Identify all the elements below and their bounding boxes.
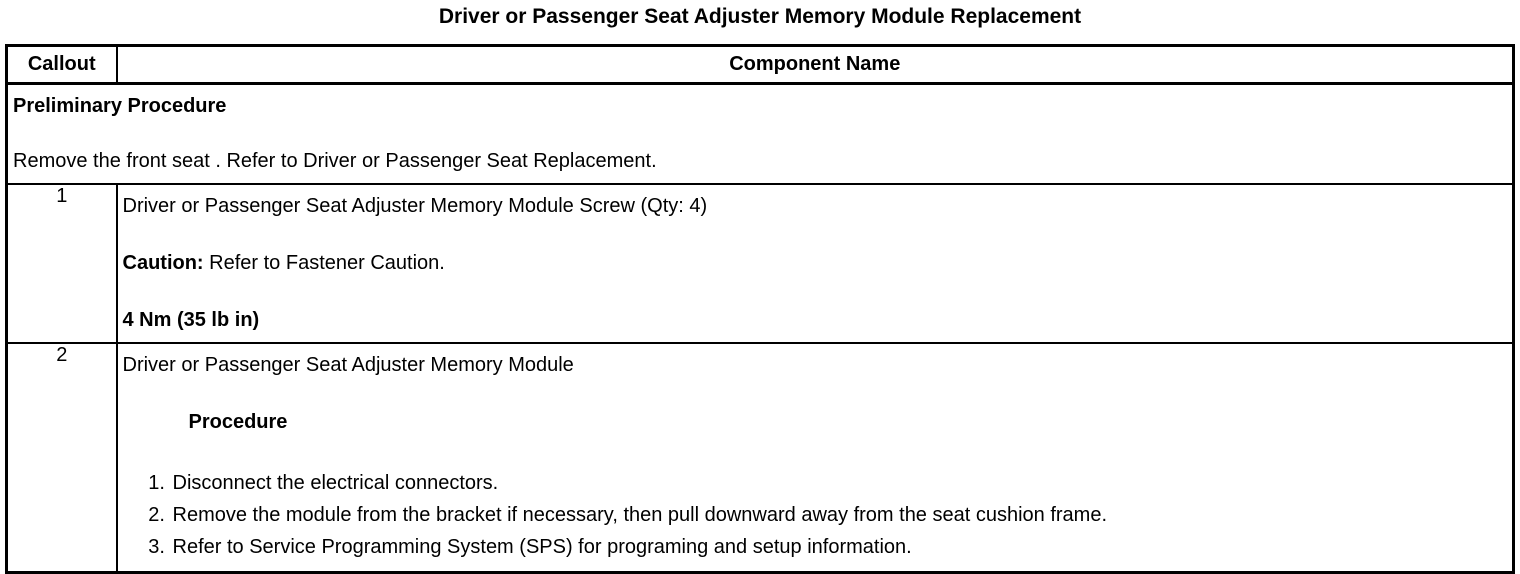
header-cell-component-name: Component Name [115,44,1515,85]
caution-text: Refer to Fastener Caution. [203,252,445,274]
caution-line: Caution: Refer to Fastener Caution. [123,250,1505,277]
component-table: Callout Component Name Preliminary Proce… [5,44,1515,574]
page-title: Driver or Passenger Seat Adjuster Memory… [438,5,1082,28]
procedure-steps: Disconnect the electrical connectors. Re… [123,467,1505,563]
preliminary-procedure-heading: Preliminary Procedure [13,95,227,117]
header-cell-callout: Callout [5,44,118,85]
table-row: 1 Driver or Passenger Seat Adjuster Memo… [5,183,1515,344]
preliminary-procedure-row: Preliminary Procedure Remove the front s… [5,82,1515,185]
procedure-heading: Procedure [188,411,288,433]
caution-label: Caution: [122,252,204,274]
component-name: Driver or Passenger Seat Adjuster Memory… [122,354,574,376]
component-cell: Driver or Passenger Seat Adjuster Memory… [115,183,1515,344]
torque-spec: 4 Nm (35 lb in) [122,309,260,331]
callout-number: 2 [5,342,118,574]
component-cell: Driver or Passenger Seat Adjuster Memory… [115,342,1515,574]
component-name: Driver or Passenger Seat Adjuster Memory… [122,195,708,217]
preliminary-procedure-cell: Preliminary Procedure Remove the front s… [5,82,1515,185]
procedure-step: Refer to Service Programming System (SPS… [171,531,1505,563]
table-row: 2 Driver or Passenger Seat Adjuster Memo… [5,342,1515,574]
procedure-step: Disconnect the electrical connectors. [171,467,1505,499]
table-header-row: Callout Component Name [5,44,1515,85]
procedure-step: Remove the module from the bracket if ne… [171,499,1505,531]
callout-number: 1 [5,183,118,344]
preliminary-procedure-text: Remove the front seat . Refer to Driver … [13,150,657,172]
